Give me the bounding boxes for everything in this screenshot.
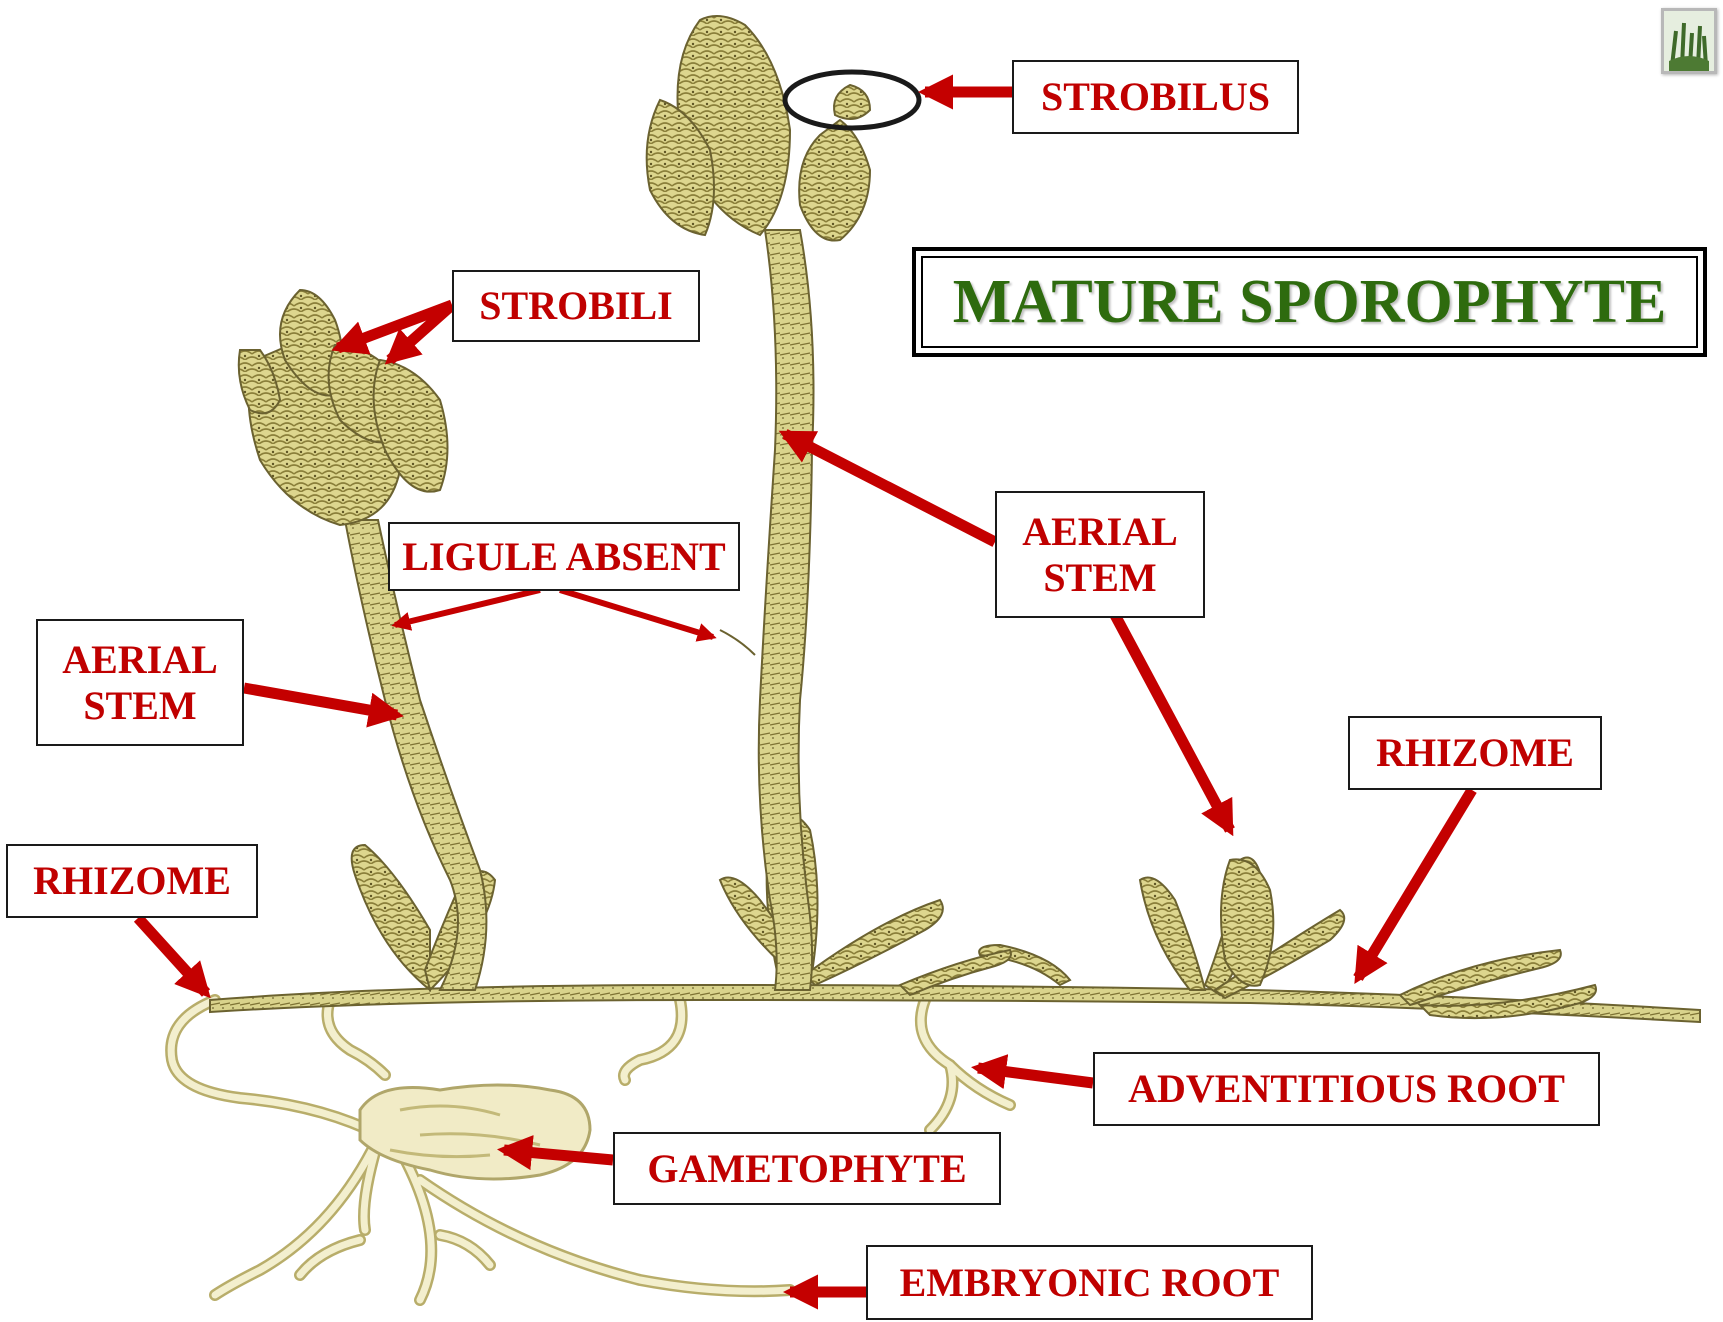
label-rhizome-left: RHIZOME [6,844,258,918]
label-gametophyte: GAMETOPHYTE [613,1132,1001,1205]
label-rhizome-right: RHIZOME [1348,716,1602,790]
diagram-title: MATURE SPOROPHYTE [921,256,1698,348]
gametophyte-body [360,1085,590,1179]
central-aerial-stem [720,230,814,990]
label-aerial-stem-right: AERIAL STEM [995,491,1205,618]
label-aerial-stem-left-line2: STEM [83,683,196,729]
label-aerial-stem-left: AERIAL STEM [36,619,244,746]
plant-thumbnail-icon[interactable] [1661,8,1717,74]
arrow-aerial-stem-right-1 [785,434,995,542]
title-frame: MATURE SPOROPHYTE [912,247,1707,357]
arrow-aerial-stem-right-2 [1115,615,1230,830]
label-ligule-absent: LIGULE ABSENT [388,522,740,591]
label-aerial-stem-left-line1: AERIAL [62,637,218,683]
label-strobili: STROBILI [452,270,700,342]
arrow-adventitious-root [978,1068,1093,1083]
arrow-ligule-1 [395,590,540,625]
arrow-rhizome-left [138,918,206,993]
label-embryonic-root: EMBRYONIC ROOT [866,1245,1313,1320]
right-small-strobili [1221,859,1273,985]
arrow-ligule-2 [560,590,713,637]
label-strobilus: STROBILUS [1012,60,1299,134]
arrow-aerial-stem-left [244,688,397,715]
arrow-rhizome-right [1358,790,1472,978]
label-aerial-stem-right-line1: AERIAL [1022,509,1178,555]
label-aerial-stem-right-line2: STEM [1043,555,1156,601]
left-strobili-cluster [239,290,448,525]
label-adventitious-root: ADVENTITIOUS ROOT [1093,1052,1600,1126]
